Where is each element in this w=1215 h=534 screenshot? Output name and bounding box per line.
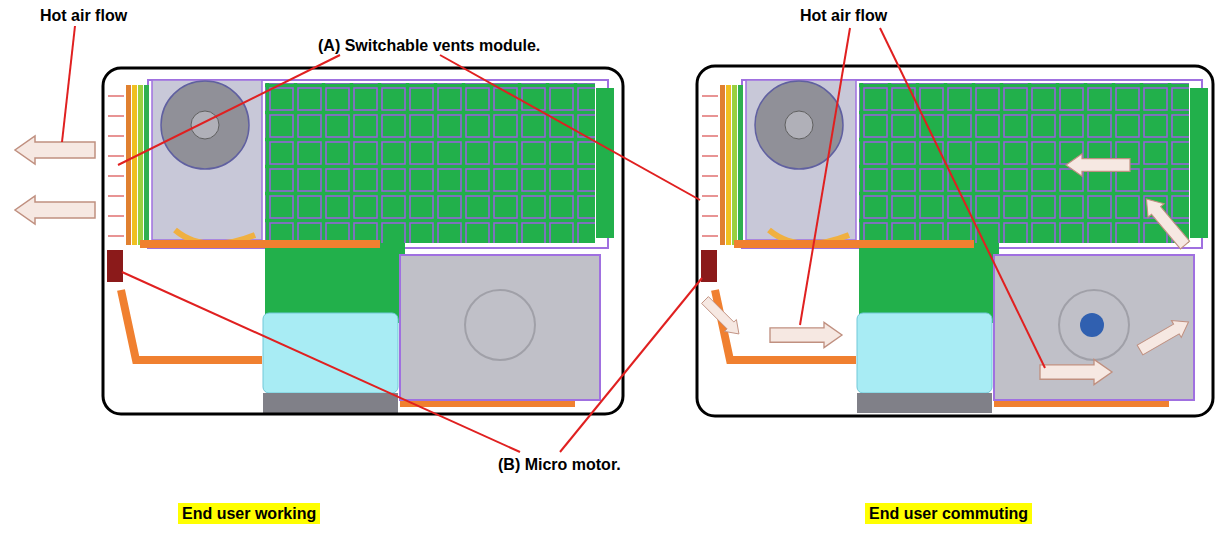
laptop-left bbox=[107, 80, 614, 413]
mode-label: End user working bbox=[182, 504, 316, 523]
part-label: (A) Switchable vents module. bbox=[318, 36, 540, 55]
part-label: (B) Micro motor. bbox=[498, 455, 621, 474]
highlight-box: End user working bbox=[178, 503, 320, 524]
flow-label: Hot air flow bbox=[800, 6, 887, 25]
laptop-right bbox=[701, 80, 1208, 413]
flow-label: Hot air flow bbox=[40, 6, 127, 25]
mode-label: End user commuting bbox=[869, 504, 1028, 523]
highlight-box: End user commuting bbox=[865, 503, 1032, 524]
